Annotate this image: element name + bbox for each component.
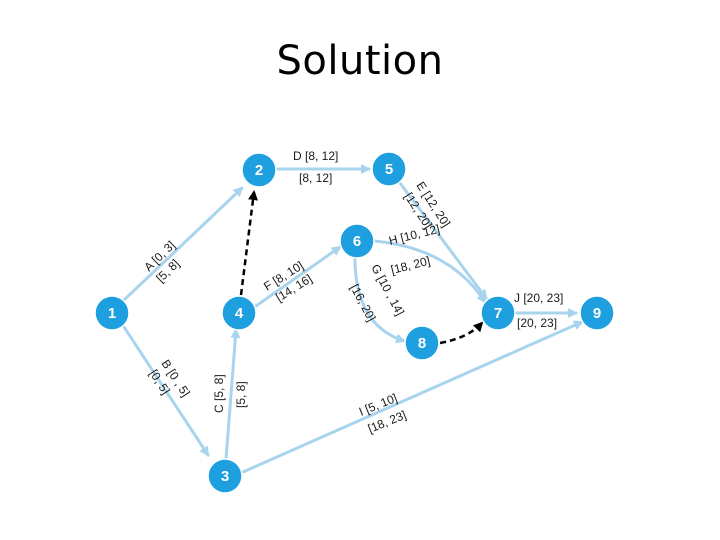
slide-title: Solution bbox=[276, 38, 444, 84]
svg-text:9: 9 bbox=[593, 305, 601, 322]
activity-c-late-label: [5, 8] bbox=[234, 381, 248, 408]
activity-g-late-label: [16, 20] bbox=[347, 282, 378, 324]
activity-arrow-f bbox=[254, 245, 342, 308]
node-1: 1 bbox=[94, 295, 130, 331]
dummy-arrow-4-2 bbox=[239, 190, 258, 296]
activity-arrow-b bbox=[122, 325, 210, 457]
activity-arrow-h bbox=[372, 239, 487, 304]
activity-arrow-e bbox=[398, 181, 488, 300]
node-5: 5 bbox=[371, 151, 407, 187]
svg-text:5: 5 bbox=[385, 161, 393, 178]
activity-arrow-g bbox=[353, 256, 406, 344]
svg-text:1: 1 bbox=[108, 305, 116, 322]
activity-j-late-label: [20, 23] bbox=[517, 316, 557, 330]
node-4: 4 bbox=[221, 295, 257, 331]
node-3: 3 bbox=[207, 458, 243, 494]
svg-text:2: 2 bbox=[255, 162, 263, 179]
svg-text:3: 3 bbox=[221, 468, 229, 485]
activity-d-label: D [8, 12] bbox=[293, 149, 338, 163]
node-2: 2 bbox=[241, 152, 277, 188]
activity-arrow-c bbox=[224, 328, 241, 461]
activity-j-label: J [20, 23] bbox=[514, 291, 563, 305]
node-6: 6 bbox=[339, 223, 375, 259]
activity-h-late-label: [18, 20] bbox=[389, 254, 431, 277]
activity-c-label: C [5, 8] bbox=[212, 374, 226, 413]
activity-d-late-label: [8, 12] bbox=[299, 171, 332, 185]
svg-text:4: 4 bbox=[235, 305, 244, 322]
svg-text:6: 6 bbox=[353, 233, 361, 250]
node-9: 9 bbox=[579, 295, 615, 331]
dummy-arrow-8-7 bbox=[439, 321, 484, 345]
activity-arrow-a bbox=[122, 186, 244, 302]
activity-arrow-i bbox=[241, 320, 584, 474]
node-8: 8 bbox=[404, 325, 440, 361]
svg-text:8: 8 bbox=[418, 335, 426, 352]
activity-h-label: H [10, 12] bbox=[387, 222, 441, 248]
node-7: 7 bbox=[480, 295, 516, 331]
svg-text:7: 7 bbox=[494, 305, 502, 322]
